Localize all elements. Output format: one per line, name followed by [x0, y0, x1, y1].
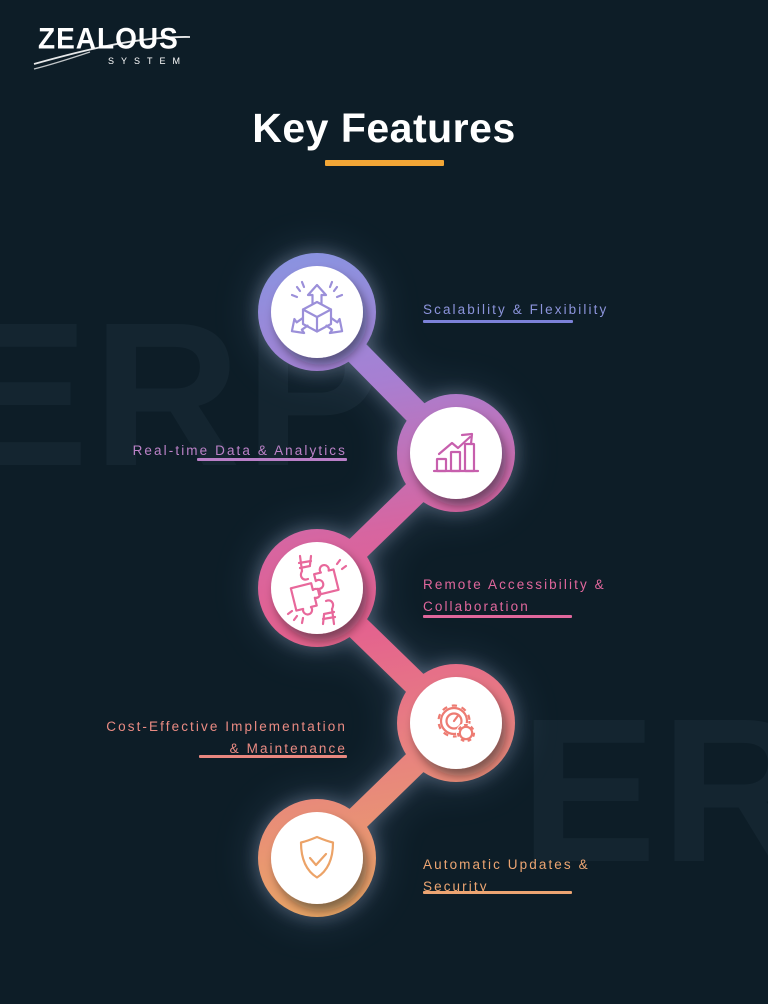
logo-brand-text: ZEALOUS	[38, 22, 179, 55]
feature-label-line: Cost-Effective Implementation	[106, 719, 347, 734]
feature-label-line: Remote Accessibility &	[423, 577, 606, 592]
feature-node-collaboration	[258, 529, 376, 647]
shield-check-icon	[299, 835, 335, 879]
feature-underline-scalability	[423, 320, 573, 323]
feature-label-line: Collaboration	[423, 599, 530, 614]
feature-label-line: Scalability & Flexibility	[423, 302, 609, 317]
feature-label-auto-updates: Automatic Updates & Security	[423, 854, 648, 898]
feature-underline-remote-collab	[423, 615, 572, 618]
title-underline	[325, 160, 444, 166]
zealous-logo: ZEALOUS SYSTEM	[33, 22, 191, 78]
logo-swoosh-icon	[33, 36, 191, 70]
expand-arrows-cube-icon	[290, 280, 344, 335]
feature-underline-cost-effective	[199, 755, 347, 758]
puzzle-hands-icon	[286, 554, 348, 626]
growth-chart-icon	[432, 432, 480, 473]
page-title: Key Features	[252, 105, 516, 151]
gears-icon	[437, 704, 476, 743]
feature-underline-auto-updates	[423, 891, 572, 894]
feature-label-cost-effective: Cost-Effective Implementation & Maintena…	[70, 716, 347, 760]
feature-node-scalability	[258, 253, 376, 371]
feature-node-cost-effective	[397, 664, 515, 782]
feature-label-line: Real-time Data & Analytics	[132, 443, 347, 458]
feature-label-scalability: Scalability & Flexibility	[423, 299, 638, 321]
watermark-erp-bottom-right: ERP	[520, 676, 768, 905]
feature-node-security	[258, 799, 376, 917]
feature-label-remote-collab: Remote Accessibility & Collaboration	[423, 574, 648, 618]
feature-label-line: Security	[423, 879, 489, 894]
feature-label-line: Automatic Updates &	[423, 857, 590, 872]
feature-label-realtime-data: Real-time Data & Analytics	[100, 440, 347, 462]
feature-node-analytics	[397, 394, 515, 512]
logo-subtitle-text: SYSTEM	[107, 56, 187, 66]
feature-label-line: & Maintenance	[229, 741, 347, 756]
feature-underline-realtime-data	[197, 458, 347, 461]
